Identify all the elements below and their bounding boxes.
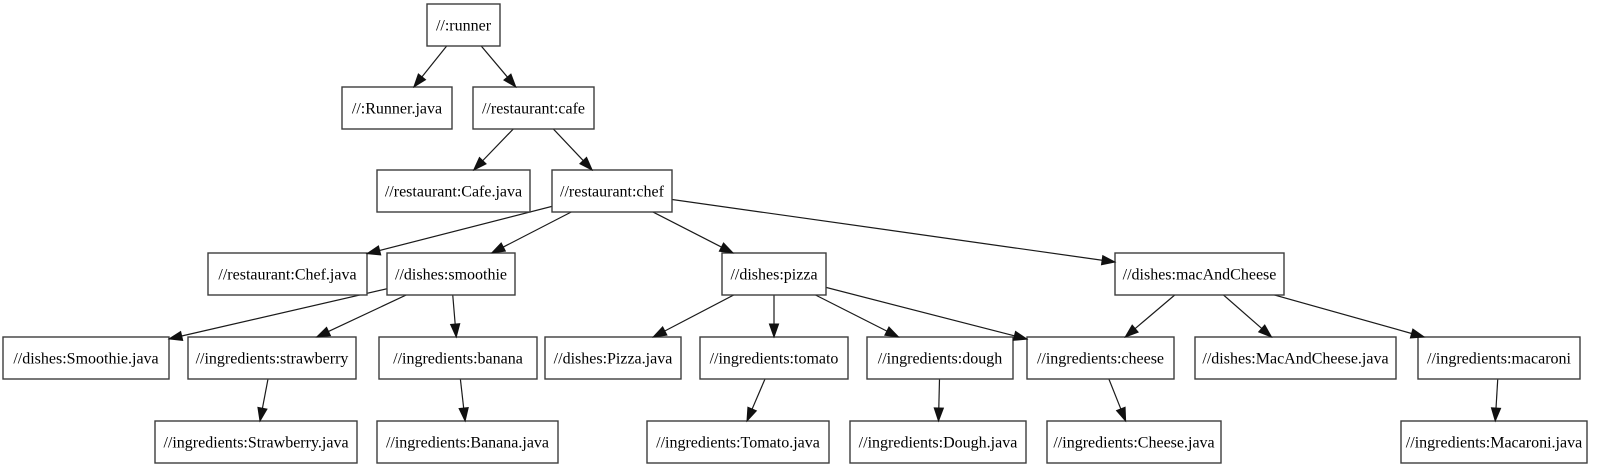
node-box bbox=[426, 3, 501, 47]
graph-node-strawberry: //ingredients:strawberry bbox=[187, 336, 357, 380]
graph-node-tomato_java: //ingredients:Tomato.java bbox=[646, 420, 830, 464]
graph-node-dough: //ingredients:dough bbox=[866, 336, 1014, 380]
edge-arrowhead bbox=[718, 242, 735, 254]
edge-arrowhead bbox=[884, 326, 900, 338]
edge-arrowhead bbox=[933, 407, 945, 423]
edge-arrowhead bbox=[490, 242, 507, 254]
node-label: //ingredients:Dough.java bbox=[859, 435, 1018, 452]
node-label: //dishes:smoothie bbox=[395, 267, 507, 284]
node-label: //ingredients:Banana.java bbox=[386, 435, 549, 452]
edge-chef-to-mac_and_cheese bbox=[611, 190, 1103, 261]
graph-node-macaroni: //ingredients:macaroni bbox=[1417, 336, 1581, 380]
node-box bbox=[1417, 336, 1581, 380]
node-label: //ingredients:Cheese.java bbox=[1053, 435, 1214, 452]
graph-node-pizza: //dishes:pizza bbox=[721, 252, 827, 296]
node-label: //restaurant:Cafe.java bbox=[385, 184, 522, 201]
edge-arrowhead bbox=[1409, 328, 1426, 339]
node-label: //restaurant:cafe bbox=[482, 101, 585, 118]
edge-arrowhead bbox=[315, 326, 332, 338]
graph-node-mac_and_cheese_java: //dishes:MacAndCheese.java bbox=[1194, 336, 1397, 380]
node-label: //ingredients:dough bbox=[878, 351, 1002, 368]
graph-node-tomato: //ingredients:tomato bbox=[699, 336, 849, 380]
node-box bbox=[866, 336, 1014, 380]
edge-arrowhead bbox=[579, 156, 594, 172]
node-label: //ingredients:Strawberry.java bbox=[163, 435, 348, 452]
node-box bbox=[154, 420, 358, 464]
node-label: //ingredients:cheese bbox=[1037, 351, 1164, 368]
edge-arrowhead bbox=[472, 156, 487, 172]
graph-node-runner: //:runner bbox=[426, 3, 501, 47]
edge-arrowhead bbox=[1100, 254, 1117, 266]
graph-node-banana: //ingredients:banana bbox=[378, 336, 538, 380]
node-box bbox=[849, 420, 1027, 464]
graph-node-chef: //restaurant:chef bbox=[551, 169, 673, 213]
edge-arrowhead bbox=[257, 406, 268, 423]
node-box bbox=[1114, 252, 1285, 296]
node-box bbox=[2, 336, 170, 380]
graph-node-cafe: //restaurant:cafe bbox=[472, 86, 595, 130]
node-box bbox=[378, 336, 538, 380]
graph-node-pizza_java: //dishes:Pizza.java bbox=[544, 336, 682, 380]
graph-node-smoothie: //dishes:smoothie bbox=[386, 252, 516, 296]
node-label: //ingredients:Tomato.java bbox=[656, 435, 820, 452]
node-label: //ingredients:banana bbox=[393, 351, 523, 368]
edge-arrowhead bbox=[651, 326, 668, 338]
edge-arrowhead bbox=[1124, 324, 1139, 338]
graph-node-mac_and_cheese: //dishes:macAndCheese bbox=[1114, 252, 1285, 296]
node-box bbox=[376, 169, 531, 213]
node-box bbox=[207, 252, 368, 296]
node-box bbox=[341, 86, 453, 130]
edge-arrowhead bbox=[458, 406, 469, 423]
edge-arrowhead bbox=[1115, 406, 1127, 423]
node-box bbox=[386, 252, 516, 296]
edge-arrowhead bbox=[503, 73, 517, 89]
graph-node-smoothie_java: //dishes:Smoothie.java bbox=[2, 336, 170, 380]
edge-arrowhead bbox=[1490, 407, 1502, 423]
node-label: //dishes:pizza bbox=[730, 267, 817, 284]
edge-arrowhead bbox=[746, 406, 758, 423]
graph-node-runner_java: //:Runner.java bbox=[341, 86, 453, 130]
node-label: //ingredients:macaroni bbox=[1427, 351, 1572, 368]
node-label: //dishes:macAndCheese bbox=[1123, 267, 1277, 284]
edge-arrowhead bbox=[1012, 330, 1029, 341]
node-label: //dishes:Pizza.java bbox=[554, 351, 673, 368]
graph-node-dough_java: //ingredients:Dough.java bbox=[849, 420, 1027, 464]
node-box bbox=[187, 336, 357, 380]
graph-node-cheese_java: //ingredients:Cheese.java bbox=[1046, 420, 1222, 464]
graph-node-macaroni_java: //ingredients:Macaroni.java bbox=[1400, 420, 1588, 464]
graph-node-chef_java: //restaurant:Chef.java bbox=[207, 252, 368, 296]
graph-node-cheese: //ingredients:cheese bbox=[1026, 336, 1175, 380]
node-label: //restaurant:chef bbox=[560, 184, 665, 201]
graph-node-strawberry_java: //ingredients:Strawberry.java bbox=[154, 420, 358, 464]
edge-arrowhead bbox=[1257, 324, 1273, 338]
node-label: //dishes:MacAndCheese.java bbox=[1202, 351, 1388, 368]
node-box bbox=[1400, 420, 1588, 464]
node-box bbox=[376, 420, 559, 464]
node-label: //restaurant:Chef.java bbox=[218, 267, 356, 284]
node-box bbox=[1026, 336, 1175, 380]
edge-arrowhead bbox=[412, 73, 427, 89]
edge-arrowhead bbox=[167, 330, 184, 342]
node-box bbox=[472, 86, 595, 130]
nodes-layer: //:runner //:Runner.java //restaurant:cafe… bbox=[2, 3, 1588, 464]
node-label: //:Runner.java bbox=[352, 101, 442, 118]
node-box bbox=[544, 336, 682, 380]
node-box bbox=[1046, 420, 1222, 464]
node-label: //:runner bbox=[436, 18, 492, 35]
graph-node-cafe_java: //restaurant:Cafe.java bbox=[376, 169, 531, 213]
node-box bbox=[1194, 336, 1397, 380]
node-box bbox=[646, 420, 830, 464]
edge-arrowhead bbox=[449, 323, 461, 339]
node-label: //ingredients:strawberry bbox=[196, 351, 349, 368]
node-box bbox=[551, 169, 673, 213]
edge-arrowhead bbox=[365, 245, 382, 256]
node-label: //ingredients:tomato bbox=[710, 351, 839, 368]
node-label: //ingredients:Macaroni.java bbox=[1406, 435, 1582, 452]
node-box bbox=[721, 252, 827, 296]
node-label: //dishes:Smoothie.java bbox=[13, 351, 158, 368]
arrowheads-layer bbox=[167, 73, 1502, 423]
graph-node-banana_java: //ingredients:Banana.java bbox=[376, 420, 559, 464]
edge-arrowhead bbox=[768, 323, 780, 339]
